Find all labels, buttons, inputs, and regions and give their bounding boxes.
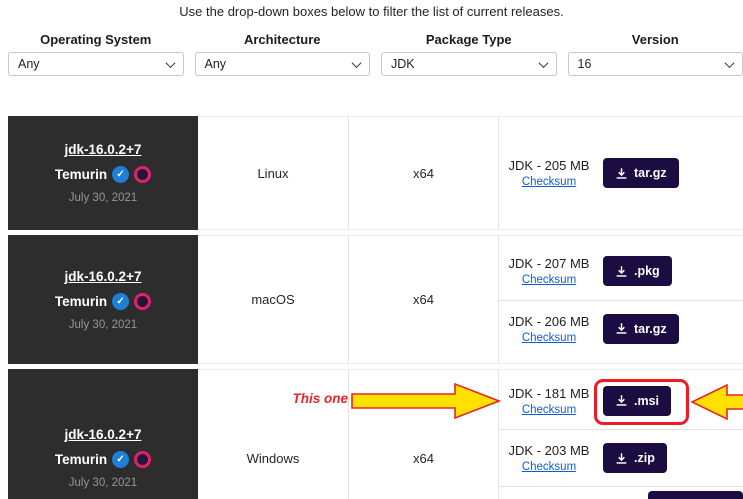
- chevron-down-icon: [724, 57, 735, 68]
- chevron-down-icon: [538, 57, 548, 68]
- download-targz-button[interactable]: tar.gz: [603, 158, 679, 188]
- temurin-logo-icon: [134, 166, 152, 183]
- download-zip-button[interactable]: .zip: [603, 443, 667, 473]
- chevron-down-icon: [165, 57, 175, 68]
- download-targz-button[interactable]: tar.gz: [603, 313, 679, 344]
- select-value: Any: [18, 57, 40, 71]
- download-icon: [616, 323, 627, 334]
- button-label: tar.gz: [634, 321, 667, 336]
- operating-system-select[interactable]: Any: [8, 52, 184, 76]
- release-date: July 30, 2021: [68, 318, 138, 331]
- checksum-link[interactable]: Checksum: [521, 461, 577, 473]
- release-info-cell: jdk-16.0.2+7 Temurin ✓ July 30, 2021: [8, 116, 198, 230]
- select-value: 16: [577, 57, 592, 71]
- partial-download-button[interactable]: [648, 491, 743, 499]
- vendor-row: Temurin ✓: [54, 451, 152, 468]
- download-info: JDK - 207 MB Checksum: [507, 256, 591, 286]
- downloads-cell: JDK - 181 MB Checksum .msi JDK - 203 MB …: [498, 369, 743, 499]
- check-glyph: ✓: [116, 169, 125, 180]
- release-date: July 30, 2021: [68, 192, 138, 204]
- os-cell: macOS: [198, 235, 348, 364]
- check-glyph: ✓: [116, 295, 125, 307]
- download-size: JDK - 206 MB: [508, 313, 590, 329]
- vendor-row: Temurin ✓: [54, 166, 152, 183]
- download-entry: JDK - 207 MB Checksum .pkg: [499, 243, 743, 300]
- release-info-cell: jdk-16.0.2+7 Temurin ✓ July 30, 2021: [8, 369, 198, 499]
- release-link[interactable]: jdk-16.0.2+7: [64, 268, 142, 284]
- download-entry-msi: JDK - 181 MB Checksum .msi: [499, 372, 743, 429]
- download-entry: JDK - 205 MB Checksum tar.gz: [499, 145, 743, 202]
- filter-operating-system: Operating System Any: [8, 32, 184, 76]
- table-row-linux: jdk-16.0.2+7 Temurin ✓ July 30, 2021 Lin…: [8, 116, 743, 230]
- verified-check-icon: ✓: [112, 451, 130, 468]
- checksum-link[interactable]: Checksum: [521, 274, 577, 286]
- vendor-row: Temurin ✓: [54, 292, 152, 310]
- download-icon: [616, 395, 627, 406]
- filter-label: Version: [631, 32, 679, 47]
- download-info: JDK - 206 MB Checksum: [507, 314, 591, 344]
- button-label: .pkg: [634, 264, 660, 278]
- arch-cell: x64: [348, 116, 498, 230]
- download-icon: [616, 452, 627, 464]
- package-type-select[interactable]: JDK: [381, 52, 557, 76]
- downloads-cell: JDK - 205 MB Checksum tar.gz: [498, 116, 743, 230]
- download-entry-partial: [499, 486, 743, 499]
- download-info: JDK - 203 MB Checksum: [507, 443, 591, 473]
- download-entry: JDK - 206 MB Checksum tar.gz: [499, 299, 743, 357]
- vendor-name: Temurin: [54, 167, 108, 182]
- vendor-name: Temurin: [54, 452, 108, 467]
- download-size: JDK - 203 MB: [508, 443, 590, 458]
- button-label: .zip: [634, 451, 655, 465]
- checksum-link[interactable]: Checksum: [521, 331, 577, 344]
- filter-version: Version 16: [567, 32, 743, 76]
- select-value: Any: [204, 57, 227, 71]
- filter-label: Operating System: [40, 32, 152, 47]
- page-instruction: Use the drop-down boxes below to filter …: [179, 4, 564, 19]
- select-value: JDK: [391, 57, 415, 71]
- release-date: July 30, 2021: [68, 477, 138, 489]
- download-icon: [616, 265, 627, 277]
- download-pkg-button[interactable]: .pkg: [603, 256, 672, 286]
- verified-check-icon: ✓: [112, 166, 130, 183]
- download-icon: [616, 167, 627, 179]
- releases-table: jdk-16.0.2+7 Temurin ✓ July 30, 2021 Lin…: [0, 116, 743, 499]
- downloads-cell: JDK - 207 MB Checksum .pkg JDK - 206 MB …: [498, 235, 743, 364]
- checksum-link[interactable]: Checksum: [521, 176, 577, 188]
- download-size: JDK - 207 MB: [508, 256, 590, 271]
- table-row-windows: jdk-16.0.2+7 Temurin ✓ July 30, 2021 Win…: [8, 369, 743, 499]
- release-link[interactable]: jdk-16.0.2+7: [64, 427, 142, 442]
- download-msi-button[interactable]: .msi: [603, 385, 672, 416]
- filter-label: Architecture: [243, 32, 321, 47]
- download-info: JDK - 181 MB Checksum: [507, 386, 591, 416]
- download-size: JDK - 205 MB: [508, 158, 590, 173]
- button-label: .msi: [634, 393, 660, 408]
- filter-package-type: Package Type JDK: [381, 32, 557, 76]
- filter-architecture: Architecture Any: [194, 32, 370, 76]
- vendor-name: Temurin: [54, 293, 108, 309]
- download-size: JDK - 181 MB: [508, 385, 590, 401]
- download-info: JDK - 205 MB Checksum: [507, 158, 591, 188]
- download-entry-zip: JDK - 203 MB Checksum .zip: [499, 429, 743, 486]
- filter-bar: Operating System Any Architecture Any Pa…: [8, 32, 743, 76]
- architecture-select[interactable]: Any: [194, 52, 370, 76]
- arch-cell: x64: [348, 369, 498, 499]
- os-cell: Windows: [198, 369, 348, 499]
- verified-check-icon: ✓: [112, 292, 130, 310]
- temurin-logo-icon: [134, 451, 152, 468]
- chevron-down-icon: [351, 57, 362, 68]
- os-cell: Linux: [198, 116, 348, 230]
- arch-cell: x64: [348, 235, 498, 364]
- temurin-logo-icon: [134, 292, 152, 310]
- filter-label: Package Type: [425, 32, 512, 47]
- table-row-macos: jdk-16.0.2+7 Temurin ✓ July 30, 2021 mac…: [8, 235, 743, 364]
- button-label: tar.gz: [634, 166, 667, 180]
- checksum-link[interactable]: Checksum: [521, 403, 577, 416]
- release-link[interactable]: jdk-16.0.2+7: [64, 142, 142, 157]
- release-info-cell: jdk-16.0.2+7 Temurin ✓ July 30, 2021: [8, 235, 198, 364]
- version-select[interactable]: 16: [567, 52, 743, 76]
- check-glyph: ✓: [116, 454, 125, 465]
